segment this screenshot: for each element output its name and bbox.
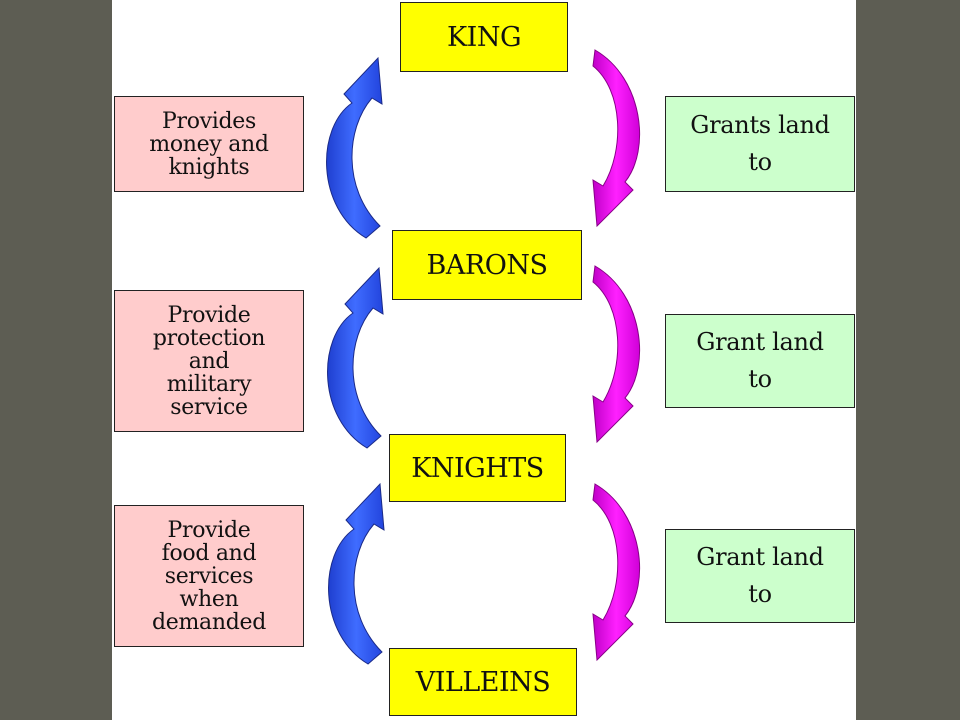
left-slide-margin: [0, 0, 112, 720]
duty-box-villeins: Provide food and services when demanded: [114, 505, 304, 647]
grant-text-king: Grants land to: [690, 111, 830, 176]
up-arrow-barons-to-king: [326, 56, 383, 239]
rank-box-knights: KNIGHTS: [389, 434, 566, 502]
up-arrow-knights-to-barons: [327, 266, 384, 449]
rank-label-barons: BARONS: [426, 249, 548, 281]
duty-text-knights: Provide protection and military service: [152, 302, 266, 420]
duty-box-barons: Provides money and knights: [114, 96, 304, 192]
rank-label-knights: KNIGHTS: [411, 452, 544, 484]
right-slide-margin: [856, 0, 960, 720]
down-arrow-king-to-barons: [592, 49, 641, 228]
rank-label-villeins: VILLEINS: [415, 666, 551, 698]
grant-text-barons: Grant land to: [696, 328, 824, 393]
rank-box-king: KING: [400, 2, 568, 72]
arrows-layer: [326, 49, 641, 665]
duty-text-villeins: Provide food and services when demanded: [151, 517, 267, 635]
grant-box-king: Grants land to: [665, 96, 855, 192]
up-arrow-villeins-to-knights: [328, 482, 385, 665]
down-arrow-knights-to-villeins: [592, 483, 641, 662]
duty-box-knights: Provide protection and military service: [114, 290, 304, 432]
rank-box-villeins: VILLEINS: [389, 648, 577, 716]
grant-box-knights: Grant land to: [665, 529, 855, 623]
grant-box-barons: Grant land to: [665, 314, 855, 408]
rank-box-barons: BARONS: [392, 230, 582, 300]
duty-text-barons: Provides money and knights: [149, 108, 269, 180]
rank-label-king: KING: [446, 21, 522, 53]
down-arrow-barons-to-knights: [592, 265, 641, 444]
grant-text-knights: Grant land to: [696, 543, 824, 608]
feudal-system-diagram: KING BARONS KNIGHTS VILLEINS Provides mo…: [112, 0, 856, 720]
